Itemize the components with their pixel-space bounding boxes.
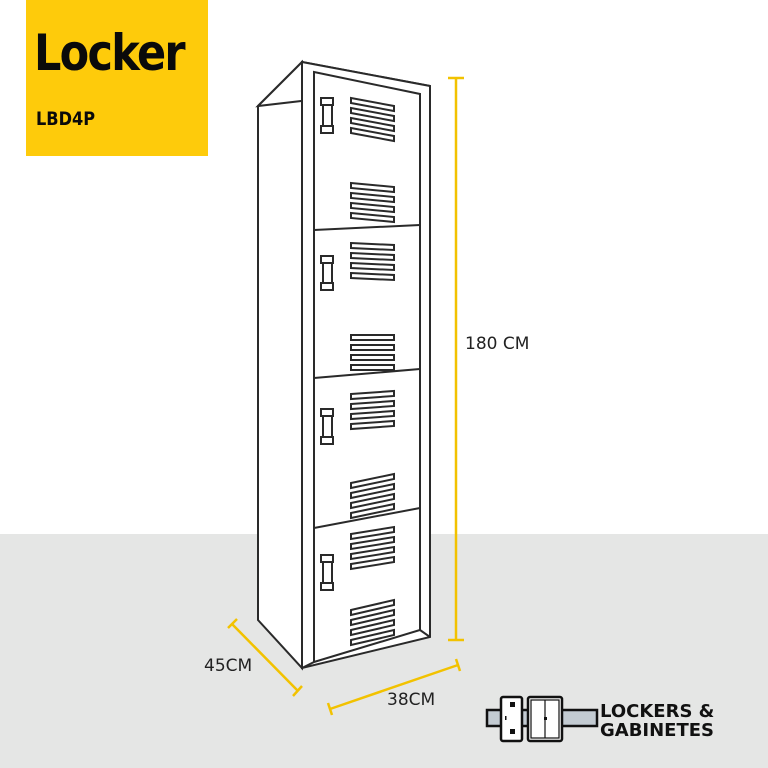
- locker-door-4: [320, 525, 395, 647]
- vent-bottom: [350, 334, 395, 371]
- vent-top: [350, 241, 395, 282]
- dimension-height-line: [448, 76, 464, 642]
- vent-bottom: [350, 181, 395, 224]
- handle-icon: [320, 554, 334, 591]
- locker-door-3: [320, 389, 395, 520]
- locker-side-panel: [257, 59, 303, 671]
- door-divider: [313, 507, 421, 529]
- width-dimension-label: 38CM: [387, 690, 436, 710]
- vent-bottom: [350, 598, 395, 647]
- product-model: LBD4P: [36, 108, 96, 130]
- locker-door-2: [320, 241, 395, 371]
- handle-icon: [320, 408, 334, 445]
- dimension-width-line: [326, 658, 462, 716]
- product-title: Locker: [34, 24, 186, 82]
- vent-top: [350, 389, 395, 431]
- door-divider: [313, 224, 421, 231]
- brand-name: LOCKERS & GABINETES: [600, 702, 714, 740]
- brand-line-2: GABINETES: [600, 720, 715, 741]
- depth-dimension-label: 45CM: [204, 656, 253, 676]
- vent-top: [350, 96, 395, 143]
- brand-line-1: LOCKERS &: [600, 701, 715, 722]
- dimension-depth-line: [227, 618, 303, 697]
- height-dimension-label: 180 CM: [465, 334, 530, 354]
- vent-top: [350, 525, 395, 571]
- vent-bottom: [350, 472, 395, 520]
- door-divider: [313, 368, 421, 379]
- locker-door-1: [320, 96, 395, 224]
- handle-icon: [320, 255, 334, 291]
- title-badge: Locker LBD4P: [26, 0, 208, 156]
- brand-logo-icon: [485, 695, 599, 743]
- handle-icon: [320, 97, 334, 134]
